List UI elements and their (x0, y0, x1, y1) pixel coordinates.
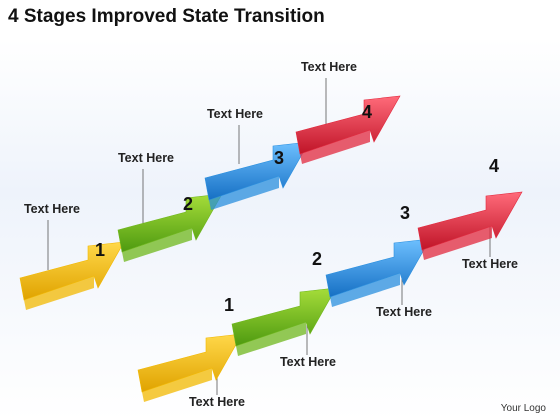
lower-stage-1-number: 1 (224, 295, 234, 315)
lower-stage-1-label: Text Here (189, 395, 245, 409)
lower-stage-2-arrow-side (236, 322, 306, 356)
upper-stage-2-arrow-side (122, 228, 192, 262)
lower-stage-3-arrow-side (330, 273, 400, 307)
lower-stage-2-number: 2 (312, 249, 322, 269)
lower-stage-3-label: Text Here (376, 305, 432, 319)
upper-stage-4-arrow (295, 95, 401, 155)
upper-stage-3-label: Text Here (207, 107, 263, 121)
lower-stage-2-arrow (231, 287, 337, 347)
lower-stage-1-arrow (137, 333, 243, 393)
upper-stage-2-arrow (117, 193, 223, 253)
arrows-layer (19, 95, 523, 402)
upper-stage-1-arrow-side (24, 276, 94, 310)
lower-stage-3-number: 3 (400, 203, 410, 223)
upper-stage-1-number: 1 (95, 240, 105, 260)
upper-stage-1-label: Text Here (24, 202, 80, 216)
upper-stage-3-number: 3 (274, 148, 284, 168)
lower-stage-1-arrow-side (142, 368, 212, 402)
title-bar: 4 Stages Improved State Transition (0, 0, 560, 40)
upper-stage-3-arrow-side (209, 176, 279, 210)
upper-stage-2-label: Text Here (118, 151, 174, 165)
logo-text: Your Logo (500, 403, 546, 414)
lower-stage-4-arrow-side (422, 226, 492, 260)
lower-stage-3-arrow (325, 238, 431, 298)
upper-stage-1-arrow (19, 241, 125, 301)
upper-stage-4-number: 4 (362, 102, 372, 122)
lower-stage-2-label: Text Here (280, 355, 336, 369)
lower-stage-4-arrow (417, 191, 523, 251)
lower-stage-4-label: Text Here (462, 257, 518, 271)
page-title: 4 Stages Improved State Transition (8, 6, 325, 27)
upper-stage-4-arrow-side (300, 130, 370, 164)
upper-stage-3-arrow (204, 141, 310, 201)
lower-stage-4-number: 4 (489, 156, 499, 176)
upper-stage-4-label: Text Here (301, 60, 357, 74)
upper-stage-2-number: 2 (183, 194, 193, 214)
